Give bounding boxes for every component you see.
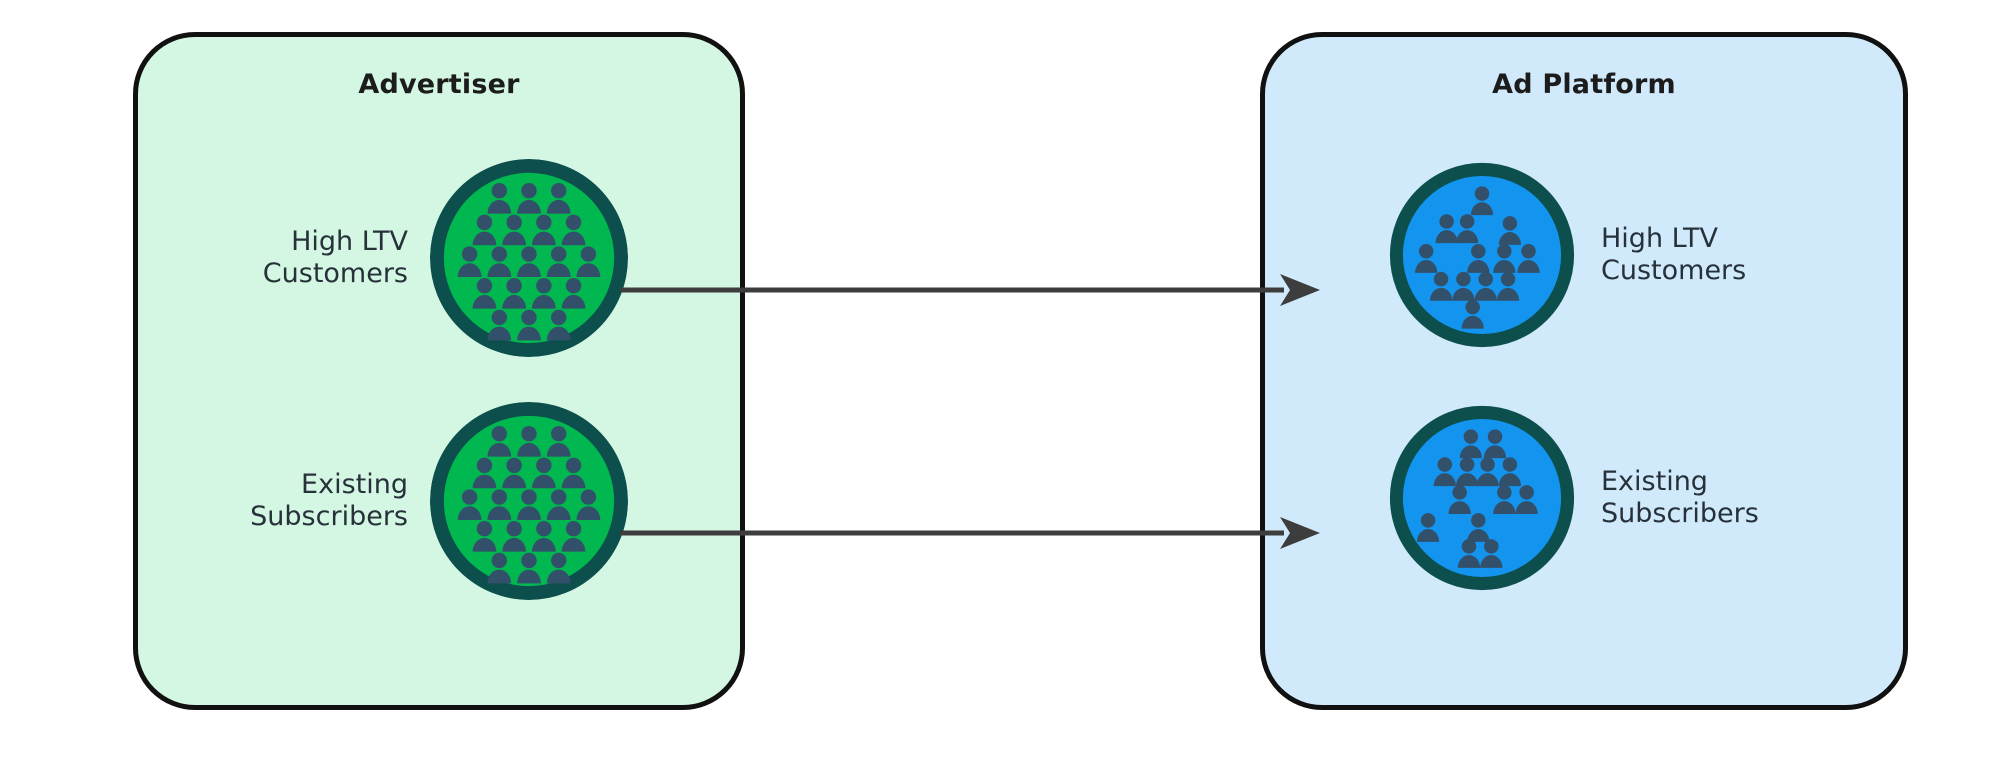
group-advertiser-high-ltv[interactable]: High LTV Customers — [218, 159, 628, 357]
panel-ad-platform[interactable]: Ad Platform — [1260, 32, 1908, 710]
panel-advertiser-title: Advertiser — [358, 69, 520, 100]
group-advertiser-existing-subscribers-label: Existing Subscribers — [250, 469, 408, 532]
audience-bubble-advertiser-existing-subscribers[interactable] — [430, 402, 628, 600]
group-platform-existing-subscribers-label: Existing Subscribers — [1601, 466, 1759, 529]
group-platform-existing-subscribers[interactable]: Existing Subscribers — [1389, 405, 1841, 591]
group-platform-high-ltv[interactable]: High LTV Customers — [1389, 162, 1841, 348]
audience-bubble-advertiser-high-ltv[interactable] — [430, 159, 628, 357]
group-advertiser-existing-subscribers[interactable]: Existing Subscribers — [218, 402, 628, 600]
group-advertiser-high-ltv-label: High LTV Customers — [262, 226, 408, 289]
panel-advertiser[interactable]: Advertiser — [133, 32, 745, 710]
audience-bubble-platform-existing-subscribers[interactable] — [1389, 405, 1575, 591]
arrow-high-ltv — [620, 270, 1320, 310]
arrow-existing-subscribers — [620, 513, 1320, 553]
audience-bubble-platform-high-ltv[interactable] — [1389, 162, 1575, 348]
panel-ad-platform-title: Ad Platform — [1492, 69, 1676, 100]
group-platform-high-ltv-label: High LTV Customers — [1601, 223, 1747, 286]
